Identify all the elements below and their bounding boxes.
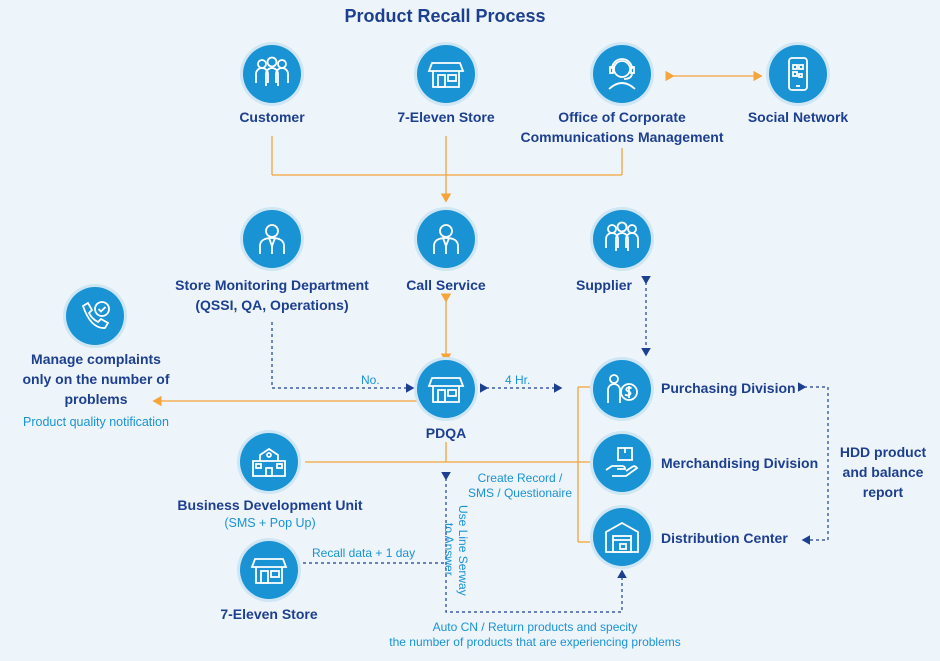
line-monitoring-pdqa [271, 322, 415, 393]
store-top-label: 7-Eleven Store [397, 109, 495, 125]
hand-box-icon [593, 434, 651, 492]
bdu-sub: (SMS + Pop Up) [224, 516, 316, 530]
warehouse-icon [593, 508, 651, 566]
qr-phone-icon [769, 45, 827, 103]
line-auto-cn [441, 472, 627, 613]
page-title: Product Recall Process [344, 6, 546, 26]
note-create-record-2: SMS / Questionaire [467, 486, 573, 500]
store-monitoring-line1: Store Monitoring Department [175, 277, 369, 293]
note-four-hr: 4 Hr. [505, 373, 531, 387]
pdqa-label: PDQA [425, 425, 467, 441]
call-service-label: Call Service [406, 277, 486, 293]
store-monitoring-label: Store Monitoring Department (QSSI, QA, O… [162, 275, 382, 315]
merchandising-label: Merchandising Division [661, 455, 819, 471]
note-use-line: Use Line Serway [456, 505, 470, 596]
note-to-answer: to Answer [442, 523, 456, 576]
line-hdd-bracket [798, 382, 829, 545]
businessman-icon [417, 210, 475, 268]
storefront-icon [417, 360, 475, 418]
note-no: No. [361, 373, 380, 387]
complaints-line2: only on the number of [22, 371, 170, 387]
hdd-label: HDD product and balance report [826, 442, 940, 502]
complaints-sub: Product quality notification [23, 415, 169, 429]
note-auto-cn-1: Auto CN / Return products and specity [432, 620, 638, 634]
complaints-line3: problems [64, 391, 128, 407]
customer-label: Customer [239, 109, 305, 125]
note-recall-data: Recall data + 1 day [312, 546, 416, 560]
purchasing-label: Purchasing Division [661, 380, 796, 396]
people-group-icon [243, 45, 301, 103]
corp-comm-label-line2: Communications Management [520, 129, 724, 145]
operator-headset-icon [593, 45, 651, 103]
money-person-icon [593, 360, 651, 418]
note-auto-cn-2: the number of products that are experien… [389, 635, 681, 649]
storefront-icon [417, 45, 475, 103]
people-group-icon [593, 210, 651, 268]
corp-comm-label: Office of Corporate Communications Manag… [497, 107, 747, 147]
note-create-record-1: Create Record / [477, 471, 563, 485]
complaints-line1: Manage complaints [31, 351, 161, 367]
bdu-label: Business Development Unit [177, 497, 363, 513]
storefront-icon [240, 541, 298, 599]
store-monitoring-line2: (QSSI, QA, Operations) [195, 297, 349, 313]
phone-check-icon [66, 287, 124, 345]
store-bottom-label: 7-Eleven Store [220, 606, 318, 622]
complaints-label: Manage complaints only on the number of … [6, 349, 186, 409]
hdd-line2: and balance [842, 464, 924, 480]
distribution-label: Distribution Center [661, 530, 788, 546]
school-building-icon [240, 433, 298, 491]
social-network-label: Social Network [747, 109, 849, 125]
corp-comm-label-line1: Office of Corporate [558, 109, 686, 125]
businessman-icon [243, 210, 301, 268]
supplier-label: Supplier [575, 277, 632, 293]
hdd-line1: HDD product [839, 444, 927, 460]
hdd-line3: report [862, 484, 904, 500]
